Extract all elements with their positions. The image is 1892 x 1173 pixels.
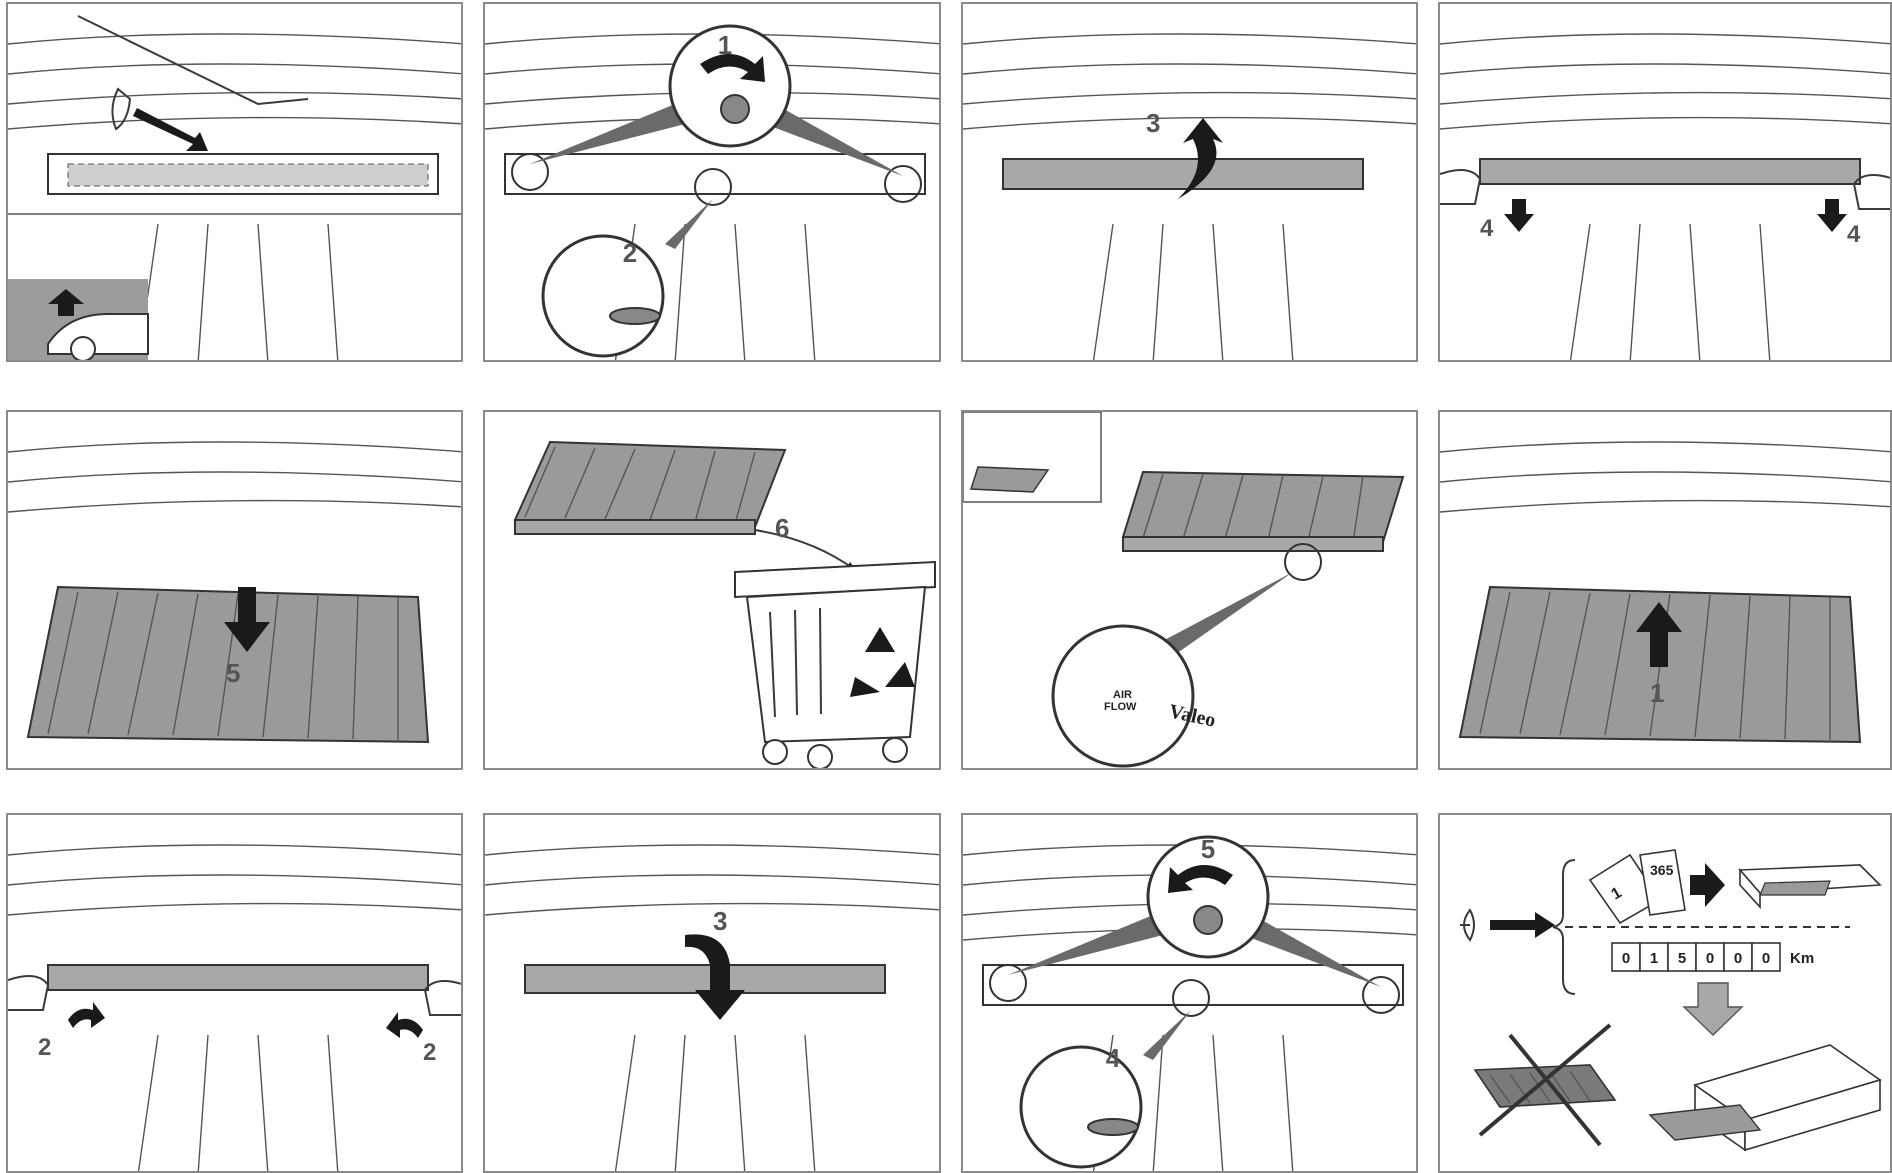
panel-8-insert-new-filter: 1 [1438, 410, 1892, 770]
engine-bay-illustration: 4 4 [1440, 4, 1892, 362]
panel-3-lift-cover: 3 [961, 2, 1418, 362]
cowl-cover [1003, 159, 1363, 189]
hand-left-icon [8, 976, 48, 1010]
cabin-filter [1480, 159, 1860, 184]
engine-bay-illustration: 2 2 [8, 815, 463, 1173]
odometer-digit: 1 [1650, 950, 1658, 967]
odometer-digit: 0 [1734, 950, 1742, 967]
panel-6-dispose-old-filter: 6 [483, 410, 941, 770]
hand-right-icon [425, 981, 463, 1015]
airflow-label-flow: FLOW [1104, 701, 1137, 713]
panel-9-refit-clips: 2 2 [6, 813, 463, 1173]
odometer-digit: 5 [1678, 950, 1686, 967]
disposal-illustration: 6 [485, 412, 941, 770]
step-number-4: 4 [1106, 1043, 1121, 1073]
step-number-1: 1 [1650, 678, 1664, 708]
panel-12-maintenance-schedule: 1 365 0 1 5 0 0 0 Km [1438, 813, 1892, 1173]
step-number-5: 5 [1201, 834, 1215, 864]
step-number-4-left: 4 [1480, 215, 1494, 242]
new-filter-box-icon [1740, 865, 1880, 907]
panel-2-remove-screws: 1 2 [483, 2, 941, 362]
engine-bay-illustration: 3 [963, 4, 1418, 362]
step-number-2-left: 2 [38, 1034, 51, 1061]
eye-icon [1460, 910, 1474, 940]
look-arrow-icon [1490, 912, 1555, 938]
step-number-1: 1 [718, 30, 732, 60]
step-number-3: 3 [1146, 108, 1160, 138]
push-arrow-left-icon [68, 1002, 105, 1028]
curved-arrow-icon [755, 530, 855, 570]
engine-bay-illustration: 5 [8, 412, 463, 770]
new-filter-box-icon [1650, 1045, 1880, 1150]
engine-bay-illustration [8, 4, 463, 362]
step-number-2-right: 2 [423, 1039, 436, 1066]
odometer: 0 1 5 0 0 0 Km [1612, 943, 1814, 971]
airflow-check-illustration: AIR FLOW Valeo [963, 412, 1418, 770]
eye-icon [112, 89, 130, 129]
odometer-digit: 0 [1622, 950, 1630, 967]
odometer-digit: 0 [1762, 950, 1770, 967]
cabin-filter [48, 965, 428, 990]
push-arrow-right-icon [386, 1012, 423, 1038]
odometer-digit: 0 [1706, 950, 1714, 967]
step-number-5: 5 [226, 658, 240, 688]
look-arrow-icon [133, 108, 208, 151]
calendar-last-day: 365 [1650, 862, 1674, 878]
hand-left-icon [1440, 170, 1480, 204]
cowl-cover [525, 965, 885, 993]
engine-bay-illustration: 1 [1440, 412, 1892, 770]
step-number-3: 3 [713, 906, 727, 936]
magnifier-clip-icon [543, 236, 663, 356]
replace-arrow-icon [1690, 863, 1725, 907]
down-arrow-left-icon [1504, 199, 1534, 232]
step-number-4-right: 4 [1847, 221, 1861, 248]
panel-7-check-airflow: AIR FLOW Valeo [961, 410, 1418, 770]
panel-10-lower-cover: 3 [483, 813, 941, 1173]
engine-bay-illustration: 5 4 [963, 815, 1418, 1173]
magnifier-clip-icon [1021, 1047, 1141, 1167]
step-number-6: 6 [775, 513, 789, 543]
old-filter-crossed-icon [1475, 1025, 1615, 1145]
panel-4-remove-filter-clips: 4 4 [1438, 2, 1892, 362]
panel-1-open-hood [6, 2, 463, 362]
panel-11-refit-screws: 5 4 [961, 813, 1418, 1173]
maintenance-illustration: 1 365 0 1 5 0 0 0 Km [1440, 815, 1892, 1173]
step-number-2: 2 [623, 238, 637, 268]
down-arrow-right-icon [1817, 199, 1847, 232]
old-filter [515, 442, 785, 527]
engine-bay-illustration: 3 [485, 815, 941, 1173]
calendar-icon [1590, 850, 1685, 923]
odometer-unit: Km [1790, 950, 1814, 967]
panel-5-pull-out-filter: 5 [6, 410, 463, 770]
engine-bay-illustration: 1 2 [485, 4, 941, 362]
down-gray-arrow-icon [1684, 983, 1742, 1035]
airflow-label-air: AIR [1113, 689, 1132, 701]
new-filter [1123, 472, 1403, 542]
